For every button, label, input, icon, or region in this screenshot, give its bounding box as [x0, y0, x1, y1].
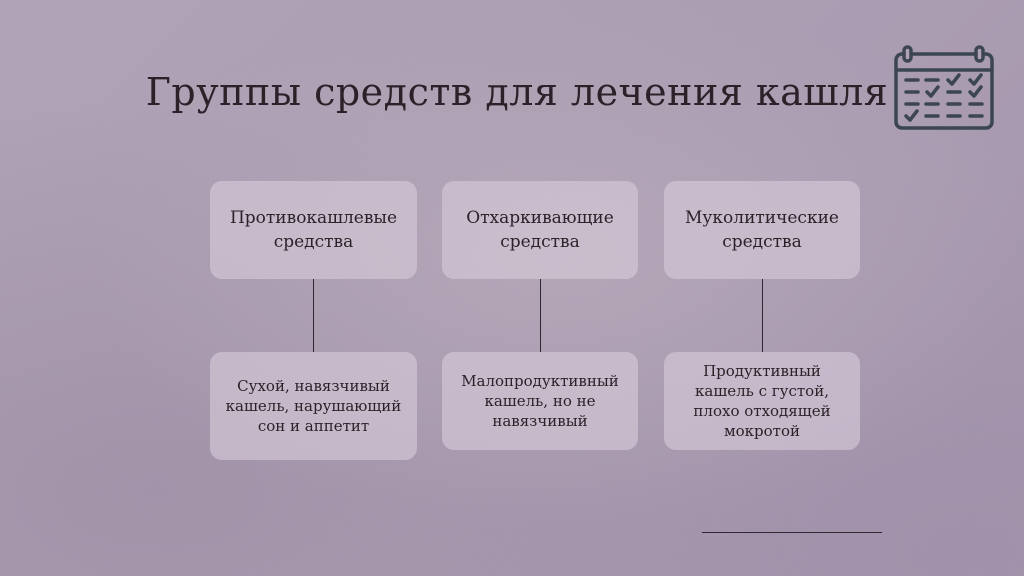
- group-name: Отхаркивающие средства: [466, 208, 614, 252]
- group-antitussive-description-box: Сухой, навязчивый кашель, нарушающий сон…: [210, 352, 417, 460]
- connector-line: [762, 279, 763, 352]
- connector-line: [313, 279, 314, 352]
- footer-divider: [702, 532, 882, 533]
- group-description: Сухой, навязчивый кашель, нарушающий сон…: [225, 377, 402, 435]
- group-antitussive-box: Противокашлевые средства: [210, 181, 417, 279]
- group-description: Малопродуктивный кашель, но не навязчивы…: [461, 372, 619, 430]
- group-expectorant-box: Отхаркивающие средства: [442, 181, 638, 279]
- group-mucolytic-box: Муколитические средства: [664, 181, 860, 279]
- group-mucolytic-description-box: Продуктивный кашель с густой, плохо отхо…: [664, 352, 860, 450]
- group-name: Противокашлевые средства: [229, 208, 398, 252]
- group-expectorant-description-box: Малопродуктивный кашель, но не навязчивы…: [442, 352, 638, 450]
- group-description: Продуктивный кашель с густой, плохо отхо…: [693, 362, 831, 440]
- slide-title: Группы средств для лечения кашля: [145, 70, 889, 114]
- group-name: Муколитические средства: [685, 208, 839, 252]
- connector-line: [540, 279, 541, 352]
- calendar-checklist-icon: [894, 45, 994, 130]
